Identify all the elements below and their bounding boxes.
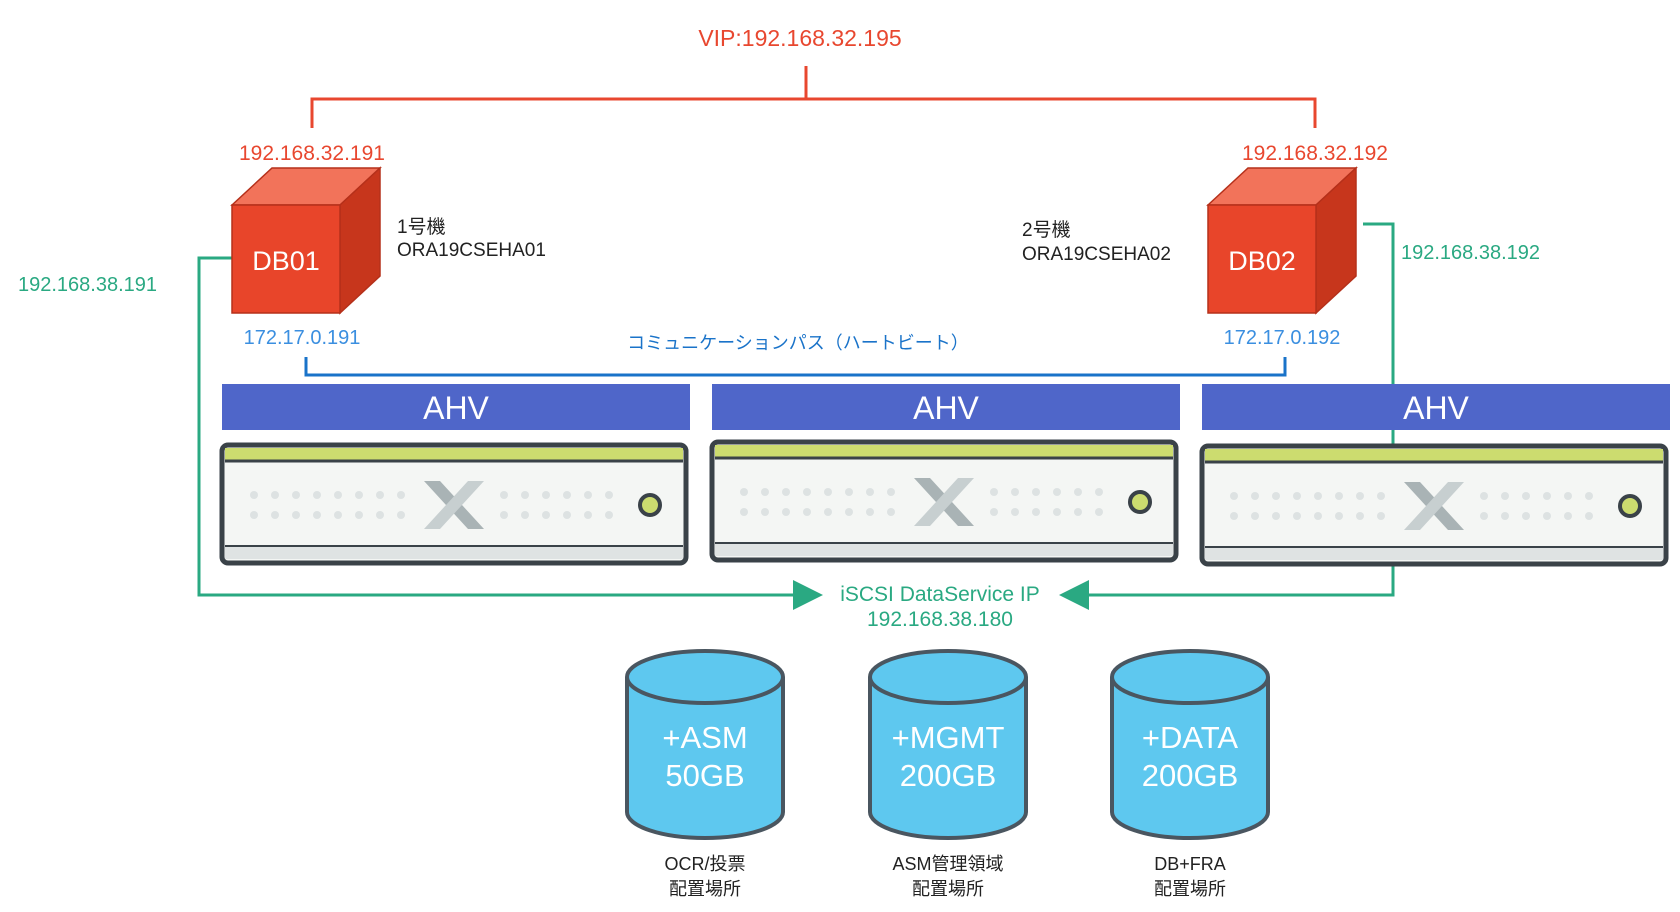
nutanix-logo-icon xyxy=(1404,482,1464,530)
db01-server-icon: DB01 xyxy=(230,166,382,315)
db01-name: DB01 xyxy=(252,246,320,276)
db02-hostname: ORA19CSEHA02 xyxy=(1022,244,1171,265)
iscsi-label: iSCSI DataService IP xyxy=(840,583,1040,606)
power-button-icon xyxy=(638,493,662,517)
interconnect-line xyxy=(304,357,1287,377)
ahv-bar-1: AHV xyxy=(222,384,690,430)
db01-interconnect-ip: 172.17.0.191 xyxy=(244,327,361,349)
vip-connector xyxy=(310,66,1317,128)
db02-machine-label: 2号機 xyxy=(1022,219,1071,241)
disk-caption-line2: 配置場所 xyxy=(1154,879,1226,899)
db02-storage-ip: 192.168.38.192 xyxy=(1401,242,1540,264)
disk-size: 200GB xyxy=(900,758,997,793)
disk-caption-line2: 配置場所 xyxy=(912,879,984,899)
power-button-icon xyxy=(1128,490,1152,514)
disk-caption-line2: 配置場所 xyxy=(669,879,741,899)
ahv-bar-3: AHV xyxy=(1202,384,1670,430)
db02-server-icon: DB02 xyxy=(1206,166,1358,315)
ahv-label-1: AHV xyxy=(423,390,489,426)
storage-link-db01 xyxy=(197,256,823,610)
nutanix-node-2 xyxy=(709,439,1179,563)
nutanix-node-3 xyxy=(1199,443,1669,567)
disk-caption-line1: DB+FRA xyxy=(1154,854,1226,874)
db02-name: DB02 xyxy=(1228,246,1296,276)
vip-label: VIP:192.168.32.195 xyxy=(698,25,901,51)
interconnect-label: コミュニケーションパス（ハートビート） xyxy=(627,333,969,353)
disk-name: +ASM xyxy=(662,720,747,755)
disk-name: +MGMT xyxy=(892,720,1005,755)
nutanix-logo-icon xyxy=(914,478,974,526)
nutanix-node-1 xyxy=(219,442,689,566)
disk-size: 50GB xyxy=(665,758,744,793)
disk-name: +DATA xyxy=(1142,720,1239,755)
nutanix-logo-icon xyxy=(424,481,484,529)
db01-machine-label: 1号機 xyxy=(397,216,446,238)
db02-interconnect-ip: 172.17.0.192 xyxy=(1224,327,1341,349)
ahv-bar-2: AHV xyxy=(712,384,1180,430)
disk-size: 200GB xyxy=(1142,758,1239,793)
disk-caption-line1: OCR/投票 xyxy=(665,854,746,874)
db01-hostname: ORA19CSEHA01 xyxy=(397,240,546,261)
db01-public-ip: 192.168.32.191 xyxy=(239,142,385,165)
db01-storage-ip: 192.168.38.191 xyxy=(18,274,157,296)
ahv-label-3: AHV xyxy=(1403,390,1469,426)
ahv-label-2: AHV xyxy=(913,390,979,426)
disk-caption-line1: ASM管理領域 xyxy=(892,854,1003,874)
iscsi-ip: 192.168.38.180 xyxy=(867,608,1013,631)
db02-public-ip: 192.168.32.192 xyxy=(1242,142,1388,165)
power-button-icon xyxy=(1618,494,1642,518)
